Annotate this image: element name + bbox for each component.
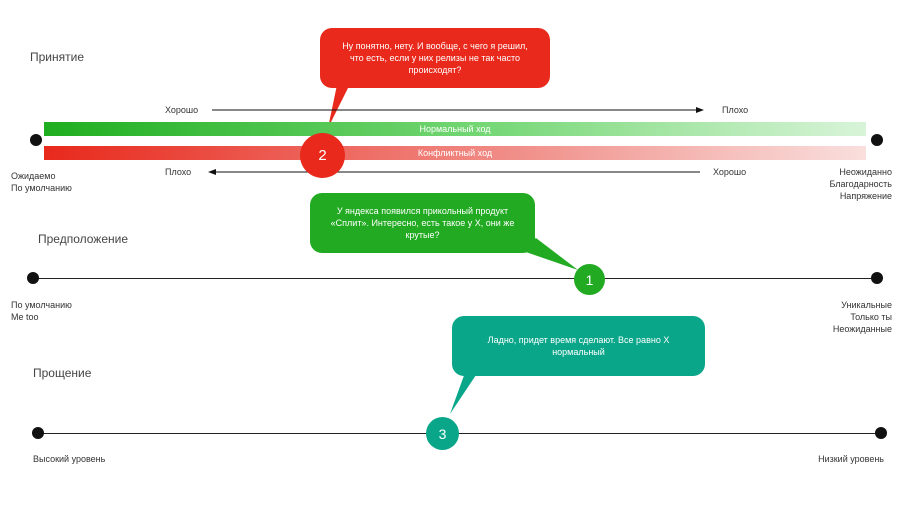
bubble-1: У яндекса появился прикольный продукт «С… [310,193,535,253]
bubble-1-line: крутые? [405,230,440,240]
accept-right-label: Неожиданно [839,167,892,177]
bubble-1-line: «Сплит». Интересно, есть такое у Х, они … [330,218,515,228]
bubble-3-line: Ладно, придет время сделают. Все равно Х [487,335,670,345]
marker-3: 3 [426,417,459,450]
accept-left-label: Ожидаемо [11,171,56,181]
bubble-2: Ну понятно, нету. И вообще, с чего я реш… [320,28,550,88]
accept-right-label: Напряжение [839,191,892,201]
assume-left-label: Me too [11,312,39,322]
assume-left-endpoint [27,272,39,284]
bubble-2-line: что есть, если у них релизы не так часто [349,53,521,63]
arrow-left-head [208,169,216,175]
assume-left-label: По умолчанию [11,300,72,310]
section-title-accept: Принятие [30,50,84,64]
assume-right-label: Уникальные [841,300,892,310]
bubble-2-line: происходят? [408,65,462,75]
bubble-2-line: Ну понятно, нету. И вообще, с чего я реш… [342,41,528,51]
assume-right-endpoint [871,272,883,284]
accept-bottom-right-label: Хорошо [713,167,747,177]
conflict-course-bar: Конфликтный ход [44,146,866,160]
accept-right-label: Благодарность [829,179,892,189]
accept-top-right-label: Плохо [722,105,749,115]
forgive-left-endpoint [32,427,44,439]
marker-1: 1 [574,264,605,295]
bubble-1-line: У яндекса появился прикольный продукт [336,206,509,216]
accept-right-endpoint [871,134,883,146]
accept-top-left-label: Хорошо [165,105,199,115]
bubble-3: Ладно, придет время сделают. Все равно Х… [452,316,705,376]
forgive-scale-line [38,433,880,434]
normal-course-label: Нормальный ход [419,124,491,134]
assume-right-labels: Уникальные Только ты Неожиданные [833,299,892,335]
conflict-course-label: Конфликтный ход [417,148,493,158]
marker-2-number: 2 [318,147,327,164]
assume-left-labels: По умолчанию Me too [11,299,72,323]
bubble-tail-3 [450,370,478,414]
marker-2: 2 [300,133,345,178]
accept-bottom-left-label: Плохо [165,167,192,177]
accept-left-labels: Ожидаемо По умолчанию [11,170,72,194]
accept-left-endpoint [30,134,42,146]
marker-1-number: 1 [585,271,594,288]
bubble-tail-2 [328,80,350,128]
assume-right-label: Неожиданные [832,324,892,334]
forgive-left-label: Высокий уровень [33,454,106,464]
section-title-forgive: Прощение [33,366,92,380]
bubble-3-line: нормальный [552,347,605,357]
bubble-tail-1 [520,238,578,270]
section-title-assume: Предположение [38,232,128,246]
forgive-right-endpoint [875,427,887,439]
arrow-right-head [696,107,704,113]
accept-right-labels: Неожиданно Благодарность Напряжение [829,166,892,202]
assume-right-label: Только ты [850,312,892,322]
forgive-right-label: Низкий уровень [818,454,884,464]
accept-left-label: По умолчанию [11,183,72,193]
normal-course-bar: Нормальный ход [44,122,866,136]
assume-scale-line [34,278,878,279]
marker-3-number: 3 [438,425,447,442]
